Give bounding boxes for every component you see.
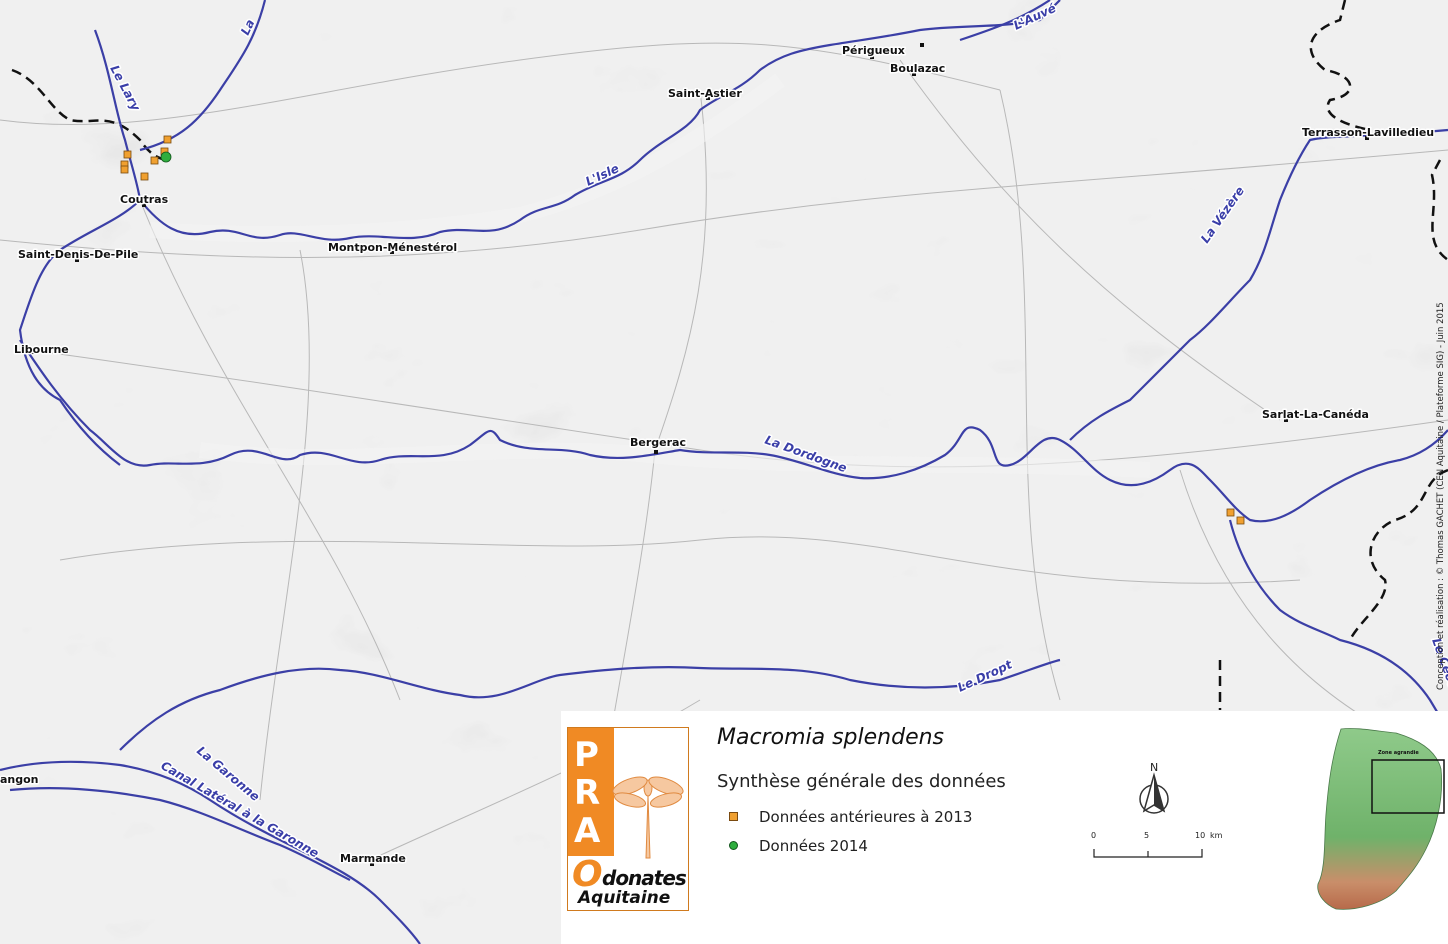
credit-text: Conception et réalisation : © Thomas GAC… bbox=[1435, 302, 1446, 690]
river-lisle-lower bbox=[18, 199, 141, 466]
canal-lateral bbox=[9, 786, 351, 881]
town-label: Saint-Astier bbox=[668, 87, 742, 100]
town-label: Saint-Denis-De-Pile bbox=[18, 248, 138, 261]
logo-letter: R bbox=[574, 773, 601, 813]
legend-panel: P R A O donates Aquitaine Macromia splen… bbox=[561, 711, 1448, 944]
logo-o: O bbox=[572, 854, 603, 895]
river-lisle bbox=[139, 0, 1061, 241]
town-label: Sarlat-La-Canéda bbox=[1262, 408, 1369, 421]
scale-tick-label: 5 bbox=[1144, 831, 1149, 840]
department-boundaries bbox=[11, 0, 1448, 944]
town-label: Boulazac bbox=[890, 62, 945, 75]
legend-item-label: Données 2014 bbox=[759, 837, 868, 855]
zoom-extent-box bbox=[1371, 759, 1445, 814]
svg-text:N: N bbox=[1150, 761, 1158, 774]
inset-label: Zone agrandie bbox=[1378, 750, 1419, 756]
town-label: Marmande bbox=[340, 852, 406, 865]
legend-item-label: Données antérieures à 2013 bbox=[759, 808, 973, 826]
river-le-lary bbox=[93, 29, 142, 201]
orange-square-icon bbox=[729, 812, 738, 821]
aquitaine-shape bbox=[1317, 728, 1442, 910]
river-dordogne bbox=[19, 339, 1448, 523]
legend-subtitle: Synthèse générale des données bbox=[717, 771, 1006, 792]
scale-unit: km bbox=[1210, 831, 1223, 840]
species-title: Macromia splendens bbox=[717, 725, 945, 750]
green-circle-icon bbox=[729, 841, 738, 850]
river-garonne bbox=[0, 760, 421, 944]
town-label: Montpon-Ménestérol bbox=[328, 241, 457, 254]
scale-tick-label: 10 bbox=[1195, 831, 1205, 840]
scale-tick-label: 0 bbox=[1091, 831, 1096, 840]
river-auvezere bbox=[959, 0, 1051, 42]
logo-letter: P bbox=[574, 735, 599, 775]
inset-map: Zone agrandie bbox=[1317, 728, 1445, 910]
river-isle-tributary bbox=[1228, 519, 1448, 731]
town-label: Coutras bbox=[120, 193, 169, 206]
town-label: Libourne bbox=[14, 343, 69, 356]
scale-bar: 0 5 10 km bbox=[1091, 831, 1223, 858]
north-arrow-icon: N bbox=[1139, 761, 1169, 814]
river-vezere bbox=[1069, 128, 1448, 441]
town-label: angon bbox=[0, 773, 39, 786]
town-label: Périgueux bbox=[842, 44, 905, 57]
dragonfly-icon bbox=[612, 776, 684, 859]
logo-letter: A bbox=[574, 811, 601, 851]
scale-and-north: N 0 5 10 km bbox=[1091, 761, 1223, 858]
logo-aquitaine: Aquitaine bbox=[578, 888, 671, 908]
river-dropt bbox=[119, 658, 1061, 751]
prao-logo: P R A O donates Aquitaine bbox=[567, 727, 689, 911]
town-label: Bergerac bbox=[630, 436, 686, 449]
logo-odonates: donates bbox=[602, 866, 687, 890]
town-label: Terrasson-Lavilledieu bbox=[1302, 126, 1434, 139]
observations-2014 bbox=[160, 151, 172, 163]
towns: Périgueux Boulazac Saint-Astier Terrasso… bbox=[0, 43, 1436, 867]
